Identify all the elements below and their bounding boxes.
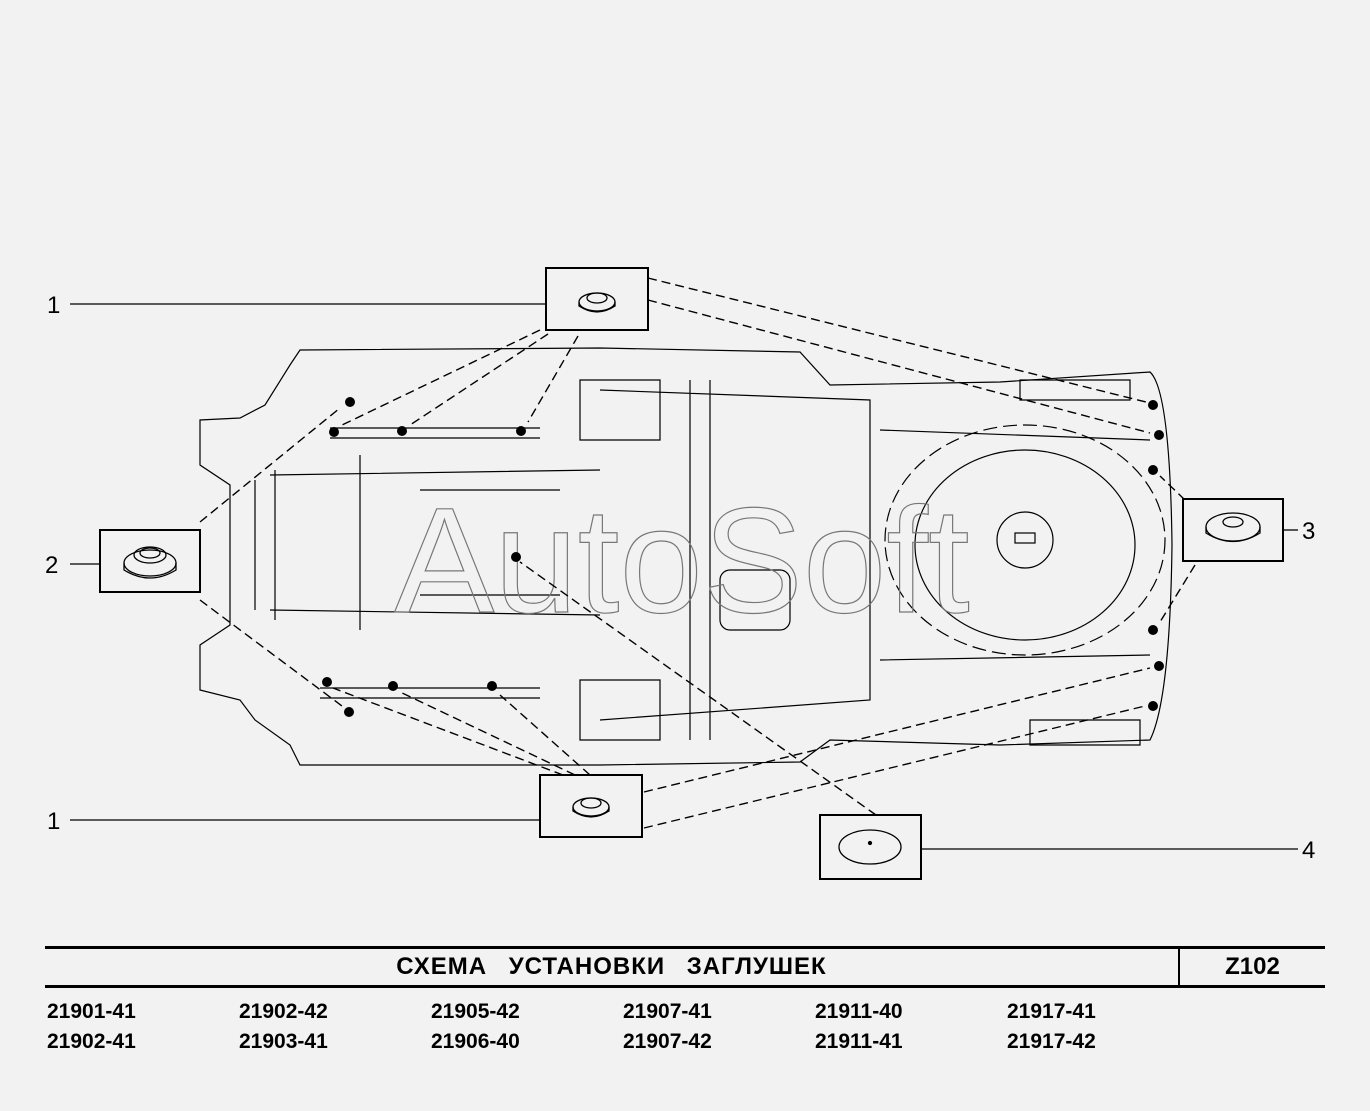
title-bar: СХЕМА УСТАНОВКИ ЗАГЛУШЕК Z102 [45, 946, 1325, 988]
front-section [254, 455, 560, 630]
plug-location-dot [1148, 625, 1158, 635]
plug-location-dot [322, 677, 332, 687]
large-plug-icon [1205, 512, 1261, 543]
plug-location-dot [397, 426, 407, 436]
callout-number-2: 2 [45, 552, 58, 579]
arrow-line [199, 407, 341, 523]
arrow-line [643, 667, 1151, 793]
arrow-line [527, 335, 579, 423]
spare-wheel-well [914, 449, 1136, 641]
side-rail-bottom [320, 687, 540, 699]
side-rail-top [269, 427, 601, 616]
model-code: 21911-40 [815, 1000, 903, 1023]
plug-location-dot [1148, 701, 1158, 711]
arrow-line [647, 277, 1151, 404]
plug-location-dot [516, 426, 526, 436]
plug-location-dot [511, 552, 521, 562]
tunnel [599, 380, 871, 740]
plug-box-1-top [545, 267, 649, 331]
callout-number-1-top: 1 [47, 292, 60, 319]
rear-floor [879, 379, 1151, 746]
arrow-line [643, 705, 1146, 829]
cup-plug-icon [123, 546, 177, 579]
callout-number-1-bottom: 1 [47, 808, 60, 835]
callout-number-3: 3 [1302, 518, 1315, 545]
arrow-line [199, 599, 343, 707]
spare-wheel-well-outer [884, 424, 1166, 656]
model-code: 21917-42 [1007, 1030, 1096, 1053]
model-code: 21907-42 [623, 1030, 712, 1053]
arrow-line [332, 687, 564, 776]
model-code: 21905-42 [431, 1000, 520, 1023]
underbody-plug-diagram: AutoSoft [45, 267, 1315, 880]
small-plug-icon [572, 797, 610, 818]
model-code: 21907-41 [623, 1000, 712, 1023]
callout-number-4: 4 [1302, 837, 1315, 864]
arrow-line [1159, 564, 1196, 623]
model-list: 21901-41 21902-42 21905-42 21907-41 2191… [47, 1000, 1227, 1054]
model-code: 21902-42 [239, 1000, 328, 1023]
plug-box-3 [1182, 498, 1284, 562]
arrow-line [339, 329, 541, 427]
plug-location-dot [1154, 661, 1164, 671]
arrow-line [409, 333, 549, 426]
plug-location-dot [344, 707, 354, 717]
plug-location-dot [1148, 400, 1158, 410]
diagram-code: Z102 [1225, 953, 1280, 980]
title-divider [1178, 949, 1180, 985]
arrow-line [647, 299, 1151, 434]
plug-location-dot [345, 397, 355, 407]
spare-wheel-slot [1014, 532, 1036, 544]
watermark: AutoSoft [394, 476, 969, 644]
plug-box-4 [819, 814, 922, 880]
arrow-line [499, 694, 591, 776]
arrow-line [399, 691, 576, 776]
plug-box-2 [99, 529, 201, 593]
arrow-line [1159, 475, 1186, 501]
arrow-line [519, 561, 877, 816]
model-code: 21902-41 [47, 1030, 136, 1053]
underbody-outline [199, 347, 1173, 766]
plug-location-dot [329, 427, 339, 437]
front-panel [719, 569, 791, 631]
model-code: 21901-41 [47, 1000, 136, 1023]
page-title: СХЕМА УСТАНОВКИ ЗАГЛУШЕК [396, 953, 827, 980]
small-plug-icon [578, 292, 616, 313]
flat-plug-icon [838, 829, 902, 865]
model-code: 21917-41 [1007, 1000, 1096, 1023]
spare-wheel-hub [996, 511, 1054, 569]
plug-box-1-bottom [539, 774, 643, 838]
model-code: 21903-41 [239, 1030, 328, 1053]
cross-member [579, 379, 661, 741]
model-code: 21906-40 [431, 1030, 520, 1053]
plug-location-dot [487, 681, 497, 691]
plug-location-dot [388, 681, 398, 691]
plug-location-dot [1154, 430, 1164, 440]
model-code: 21911-41 [815, 1030, 903, 1053]
plug-location-dot [1148, 465, 1158, 475]
